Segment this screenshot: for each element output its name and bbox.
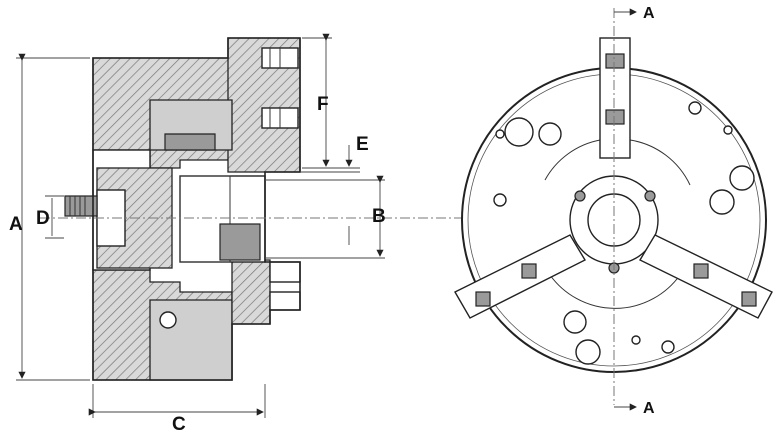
dim-label-b: B xyxy=(372,206,386,227)
dim-label-c: C xyxy=(172,414,186,435)
dim-label-e: E xyxy=(356,134,369,155)
front-view xyxy=(454,8,773,411)
dim-label-a: A xyxy=(9,214,23,235)
dimension-labels: A D C F E B xyxy=(9,94,386,435)
dim-label-d: D xyxy=(36,208,50,229)
section-label-top: A xyxy=(643,5,655,22)
section-view xyxy=(40,37,470,381)
dimension-lines xyxy=(16,33,385,418)
dim-label-f: F xyxy=(317,94,329,115)
section-label-bottom: A xyxy=(643,400,655,417)
